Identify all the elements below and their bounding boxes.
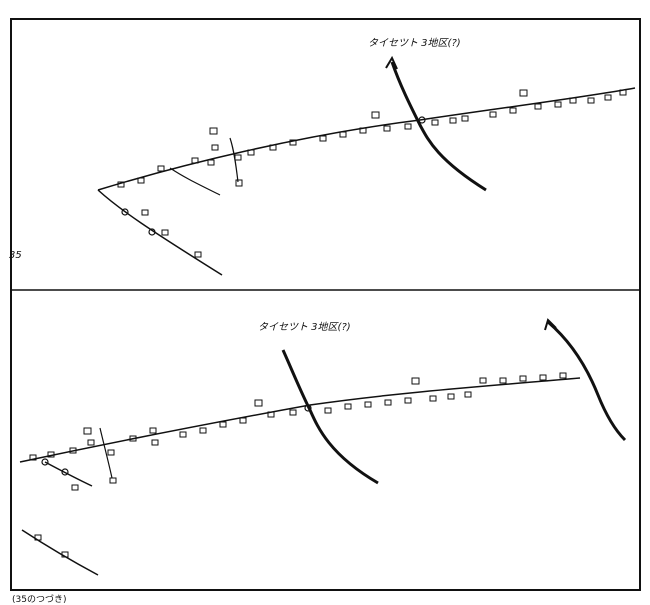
top-panel [97,55,636,276]
junction-top-2 [148,228,156,236]
branch-line-bottom-2 [99,427,113,479]
sheet-number: 35 [9,250,22,261]
river-top [390,61,487,192]
river-bottom [281,349,379,485]
bottom-panel [19,318,627,576]
junction-top-3 [418,116,426,124]
river-right-bottom [547,320,627,442]
branch-line-top-2 [169,167,221,196]
junction-bottom-3 [304,404,312,412]
branch-line-bottom-3 [21,529,99,576]
caption: (35のつづき) [12,595,67,605]
station-boxes-bottom [29,372,567,558]
railway-line-top [97,87,636,191]
station-boxes-top [117,89,627,258]
river-arrowhead-bottom [544,318,557,331]
station-label-bottom: タイセツト 3地区(?) [258,322,351,333]
branch-line-top-1 [97,189,223,276]
junction-bottom-1 [41,458,49,466]
junction-top-1 [121,208,129,216]
junction-bottom-2 [61,468,69,476]
branch-line-bottom-1 [44,461,93,487]
map-frame [10,18,641,591]
station-label-top: タイセツト 3地区(?) [368,38,461,49]
river-arrowhead-top [385,55,398,70]
